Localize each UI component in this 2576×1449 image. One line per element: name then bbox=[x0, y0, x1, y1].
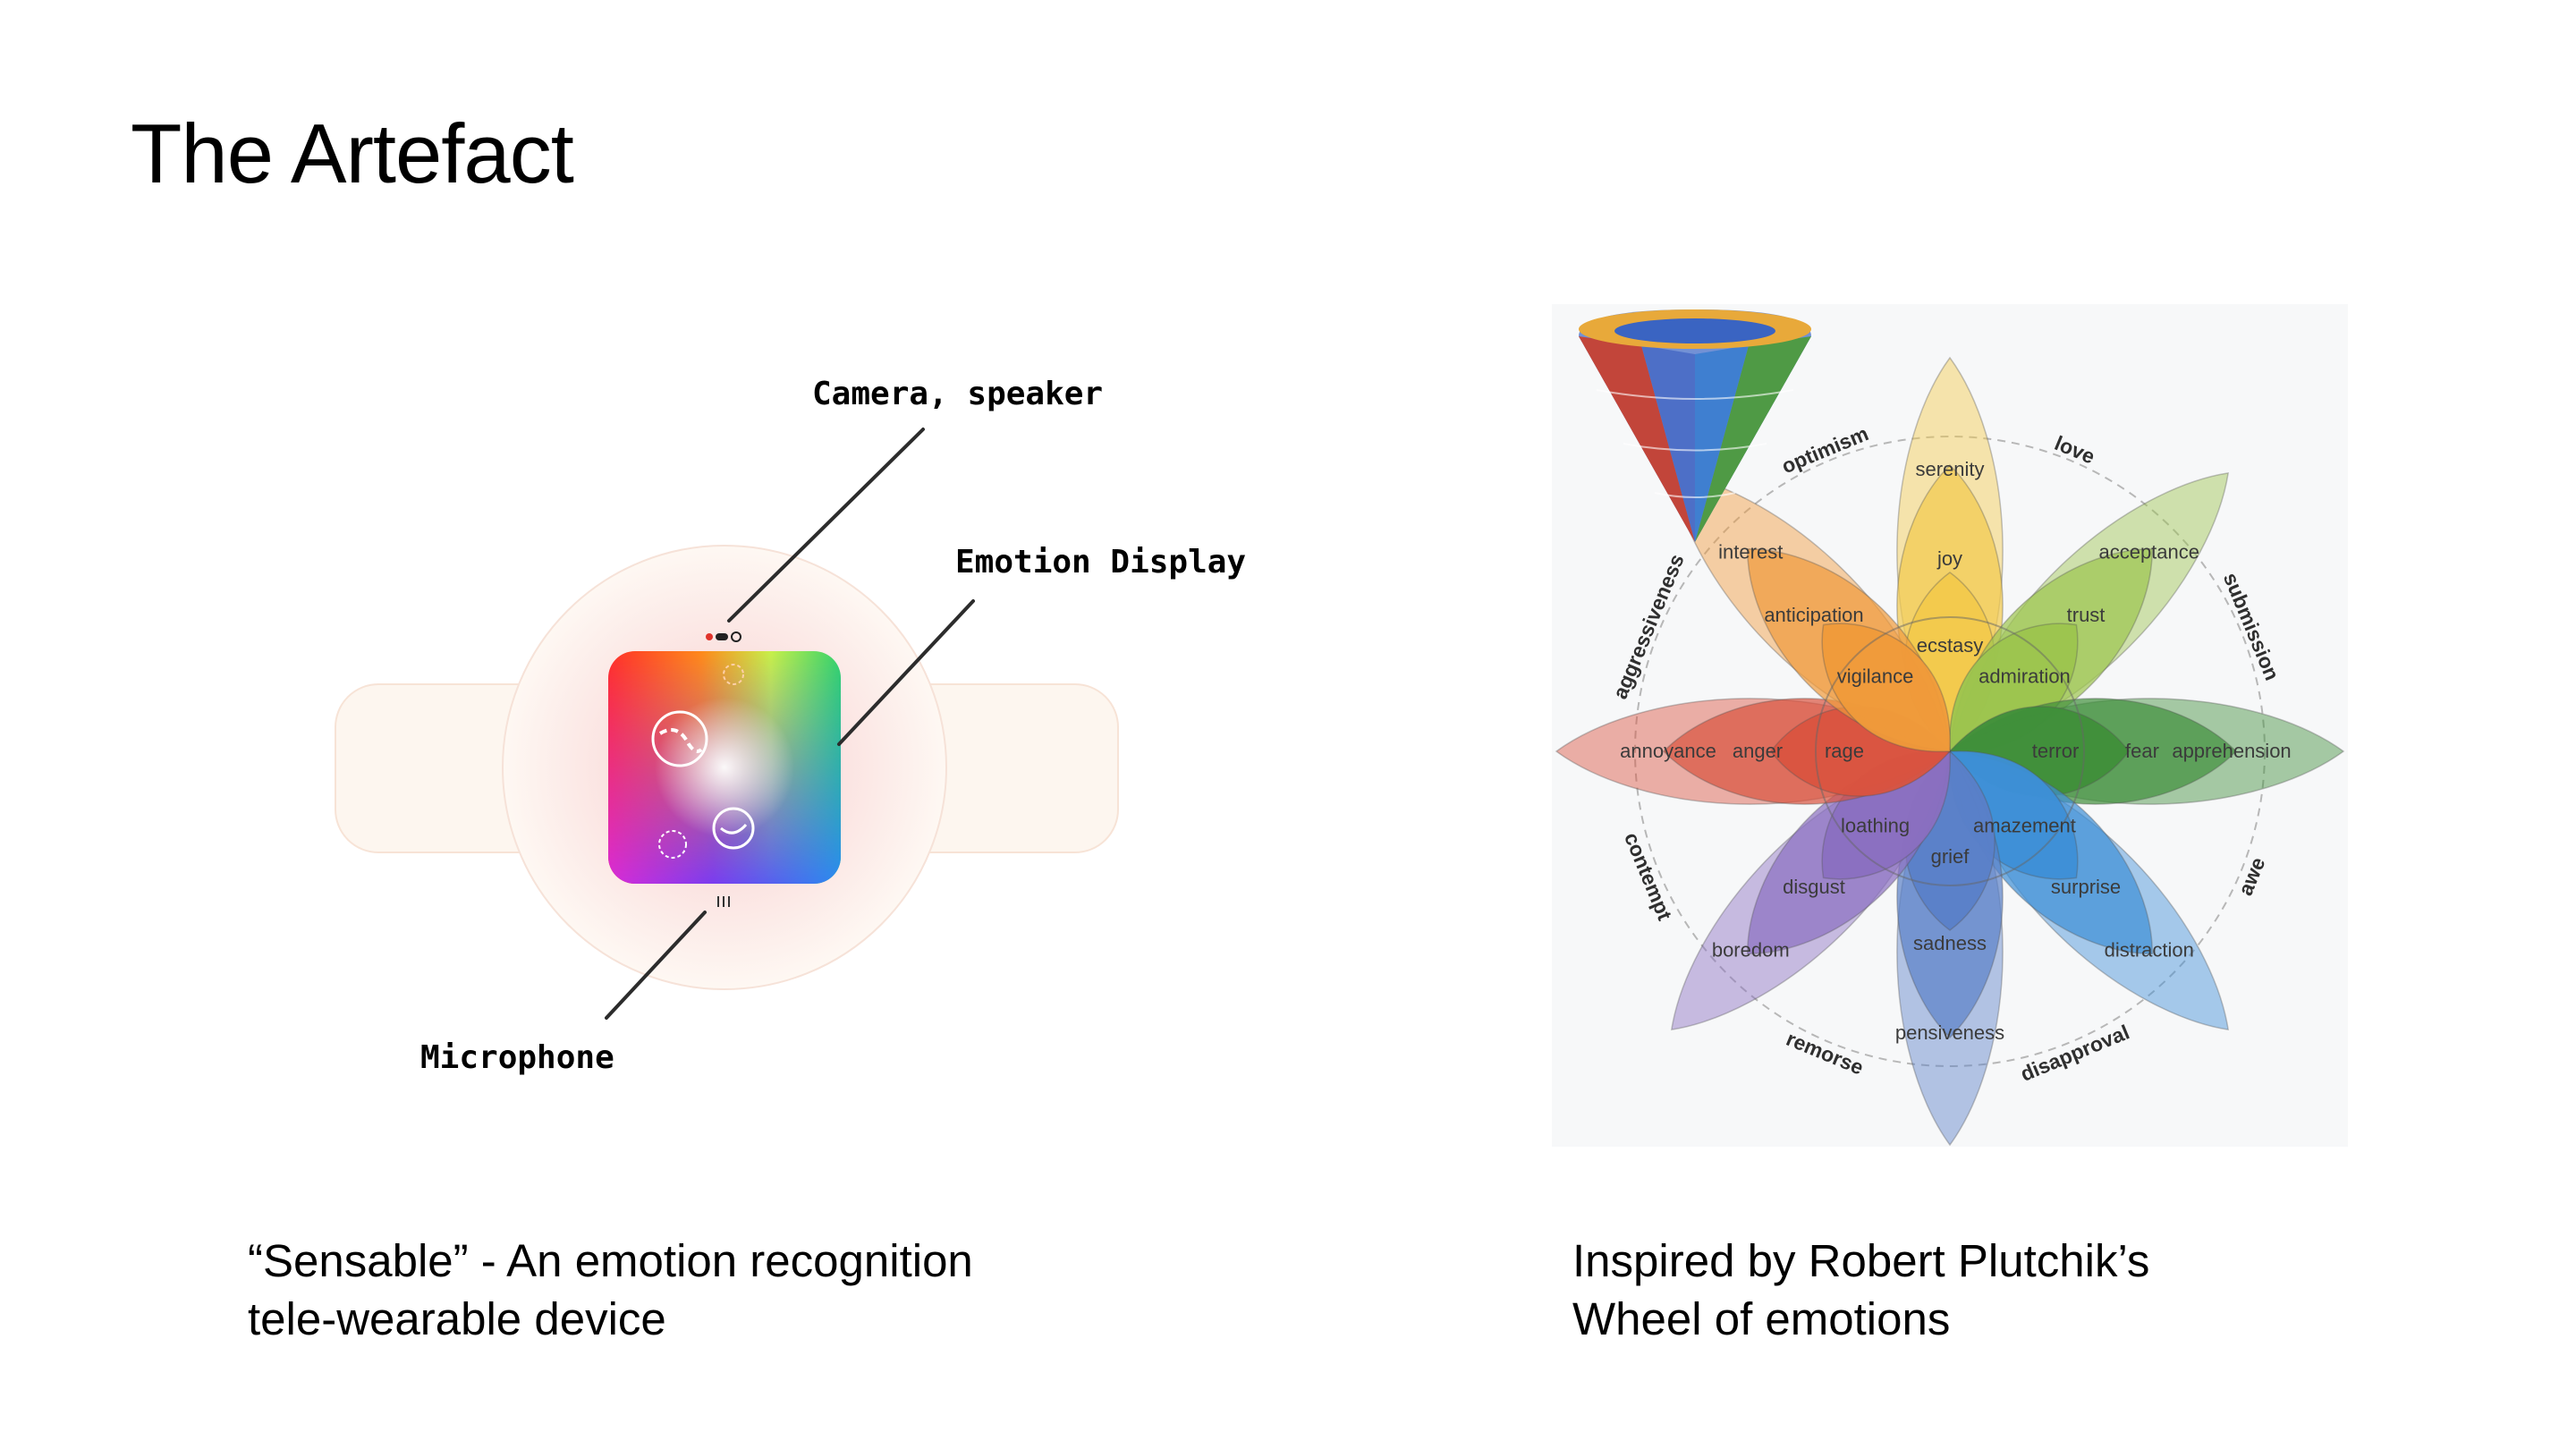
emotion-label: surprise bbox=[2051, 876, 2121, 898]
microphone-icon bbox=[717, 896, 730, 907]
emotion-label: trust bbox=[2067, 604, 2106, 626]
wheel-caption-line1: Inspired by Robert Plutchik’s bbox=[1572, 1235, 2150, 1286]
callout-microphone: Microphone bbox=[420, 1039, 614, 1076]
emotion-label: anger bbox=[1733, 740, 1783, 762]
inner-ring bbox=[1815, 616, 2085, 886]
device-caption: “Sensable” - An emotion recognition tele… bbox=[248, 1232, 973, 1348]
emotion-label: loathing bbox=[1841, 814, 1910, 836]
emotion-label: terror bbox=[2032, 740, 2080, 762]
emotion-label: disgust bbox=[1783, 876, 1845, 898]
callout-lines bbox=[605, 428, 975, 1020]
device-caption-line1: “Sensable” - An emotion recognition bbox=[248, 1235, 973, 1286]
device-illustration bbox=[335, 428, 1119, 1020]
emotion-label: sadness bbox=[1913, 932, 1987, 954]
slide-title: The Artefact bbox=[131, 106, 574, 200]
petal-anticipation bbox=[1670, 471, 1952, 753]
callout-camera-speaker: Camera, speaker bbox=[812, 376, 1104, 412]
emotion-label: anticipation bbox=[1764, 604, 1863, 626]
wheel-petals bbox=[1555, 356, 2345, 1147]
emotion-label: amazement bbox=[1973, 814, 2076, 836]
emotion-label: annoyance bbox=[1620, 740, 1716, 762]
wheel-caption-line2: Wheel of emotions bbox=[1572, 1293, 1951, 1344]
plutchik-wheel: serenity joy ecstasy acceptance trust admirat… bbox=[1552, 304, 2348, 1147]
emotion-label: joy bbox=[1936, 547, 1962, 570]
emotion-label: boredom bbox=[1712, 939, 1790, 962]
petal-trust bbox=[1948, 471, 2230, 753]
callout-emotion-display: Emotion Display bbox=[955, 544, 1247, 580]
petal-anticipation-layer-3 bbox=[1821, 623, 1951, 752]
camera-speaker-icon bbox=[706, 631, 741, 642]
emotion-label: fear bbox=[2125, 740, 2159, 762]
emotion-label: distraction bbox=[2105, 939, 2194, 962]
emotion-label: apprehension bbox=[2172, 740, 2291, 762]
emotion-label: acceptance bbox=[2098, 540, 2199, 563]
emotion-label: pensiveness bbox=[1895, 1021, 2004, 1044]
device-caption-line2: tele-wearable device bbox=[248, 1293, 666, 1344]
emotion-label: admiration bbox=[1979, 665, 2071, 688]
emotion-label: interest bbox=[1718, 540, 1783, 563]
emotion-label: grief bbox=[1931, 845, 1970, 868]
emotion-label: rage bbox=[1825, 740, 1864, 762]
emotion-label: serenity bbox=[1915, 458, 1984, 480]
dyad-ring bbox=[1634, 436, 2266, 1067]
petal-surprise bbox=[1948, 750, 2230, 1031]
wheel-cone-icon bbox=[1579, 309, 1811, 542]
emotion-label: ecstasy bbox=[1917, 634, 1984, 657]
emotion-label: vigilance bbox=[1837, 665, 1914, 688]
petal-disgust bbox=[1670, 750, 1952, 1031]
emotion-display-screen bbox=[608, 651, 841, 884]
wheel-caption: Inspired by Robert Plutchik’s Wheel of e… bbox=[1572, 1232, 2149, 1348]
